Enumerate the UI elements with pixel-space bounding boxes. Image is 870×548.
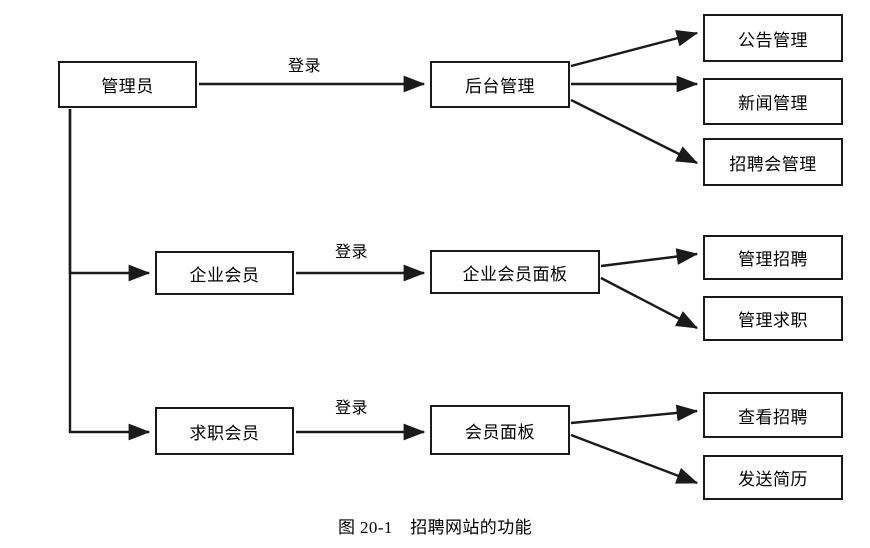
node-label: 管理求职	[738, 311, 808, 330]
edge-admin-to-company-member	[68, 109, 151, 282]
edge-member-panel-to-view	[570, 404, 699, 425]
edge-label-login-company: 登录	[332, 238, 372, 262]
node-label: 企业会员	[189, 265, 260, 285]
node-company_member[interactable]: 企业会员	[155, 251, 294, 295]
edge-backend-to-notice	[570, 30, 699, 68]
node-manage_recruit[interactable]: 管理招聘	[703, 235, 843, 280]
node-jobfair_mgmt[interactable]: 招聘会管理	[703, 138, 843, 186]
node-manage_apply[interactable]: 管理求职	[703, 296, 843, 341]
node-member_panel[interactable]: 会员面板	[430, 405, 570, 455]
edge-panel-to-manage-apply	[600, 276, 699, 330]
node-label: 公告管理	[738, 30, 808, 50]
figure-caption: 图 20-1 招聘网站的功能	[337, 518, 532, 537]
node-label: 招聘会管理	[729, 154, 817, 174]
node-label: 后台管理	[465, 77, 535, 96]
node-seeker_member[interactable]: 求职会员	[155, 407, 294, 455]
node-label: 新闻管理	[738, 94, 808, 113]
edge-panel-to-manage-recruit	[600, 248, 699, 268]
node-admin[interactable]: 管理员	[58, 61, 197, 108]
node-view_recruit[interactable]: 查看招聘	[703, 392, 843, 438]
edge-member-panel-to-send	[570, 433, 699, 485]
node-label: 管理招聘	[738, 250, 808, 269]
node-backend[interactable]: 后台管理	[430, 61, 570, 108]
node-company_panel[interactable]: 企业会员面板	[430, 250, 600, 294]
edge-admin-to-seeker-member	[68, 109, 151, 441]
node-label: 企业会员面板	[462, 264, 568, 284]
edge-backend-to-jobfair	[570, 98, 699, 165]
edge-label-login-admin: 登录	[285, 52, 325, 76]
node-label: 查看招聘	[738, 407, 808, 427]
node-label: 求职会员	[189, 423, 260, 443]
edge-label-login-seeker: 登录	[332, 394, 372, 418]
node-label: 发送简历	[738, 470, 808, 489]
node-notice_mgmt[interactable]: 公告管理	[703, 14, 843, 62]
node-label: 管理员	[101, 77, 154, 96]
node-send_resume[interactable]: 发送简历	[703, 455, 843, 500]
node-news_mgmt[interactable]: 新闻管理	[703, 78, 843, 125]
node-label: 会员面板	[465, 422, 535, 442]
